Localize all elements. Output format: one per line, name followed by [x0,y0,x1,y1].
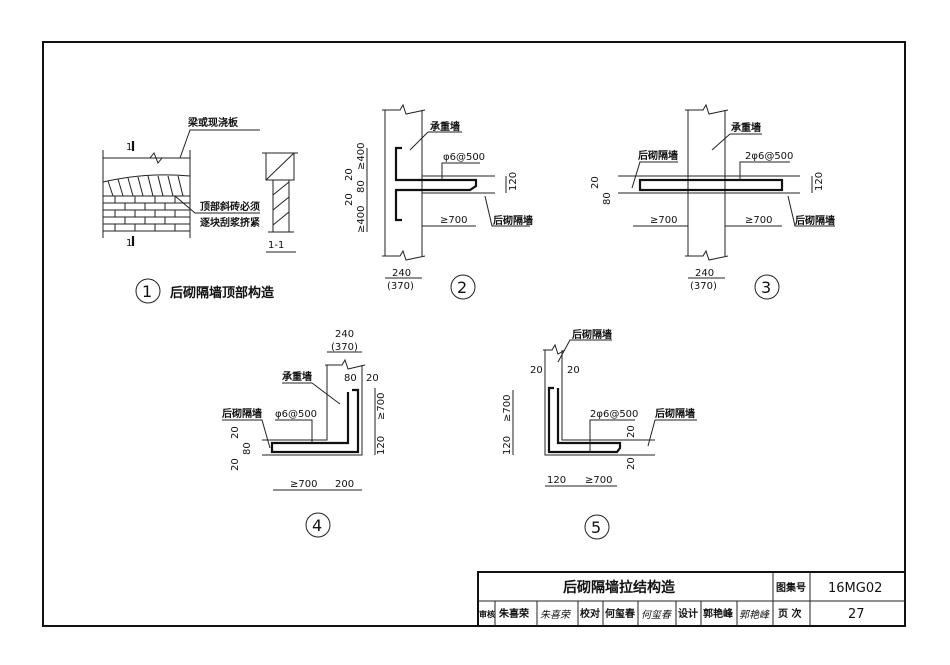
detail-number-circle [754,274,780,300]
dim-700-vertical: ≥700 [502,395,513,422]
dim-80: 80 [344,373,357,384]
dim-20-bottom: 20 [230,458,241,471]
detail-number: 2 [457,278,467,297]
detail-caption: 后砌隔墙顶部构造 [170,285,275,301]
label-partition-right: 后砌隔墙 [655,407,695,420]
section-mark-top: 1 [126,142,132,153]
dim-20-right: 20 [567,365,580,376]
dim-80-left: 80 [242,442,253,455]
dim-120: 120 [547,475,566,486]
dim-700: ≥700 [585,475,612,486]
dim-120: 120 [376,436,387,455]
dim-240: 240 [695,268,714,279]
rebar [270,388,360,454]
detail-number: 1 [142,282,152,301]
page-number: 27 [848,607,865,622]
label-partition-left: 后砌隔墙 [638,149,678,162]
sheet-border [42,41,906,627]
dim-20-left: 20 [530,365,543,376]
rebar-label: φ6@500 [275,409,317,420]
dim-240: 240 [392,268,411,279]
label-partition: 后砌隔墙 [222,407,262,420]
detail-5: 后砌隔墙 20 20 ≥700 120 2φ6@500 后砌隔墙 20 20 1… [502,328,697,540]
wall-section [272,179,290,233]
designer-signature: 郭艳峰 [739,609,770,621]
detail-4: 240 (370) 承重墙 80 20 ≥700 120 后砌隔墙 φ6@500… [222,329,387,538]
rebar [638,178,784,192]
dim-370: (370) [331,342,358,353]
dim-700-left: ≥700 [650,215,677,226]
detail-3: 20 80 承重墙 后砌隔墙 2φ6@500 120 ≥700 ≥700 后砌隔… [590,103,835,300]
dim-80: 80 [356,180,367,193]
note-line-2: 逐块刮浆挤紧 [200,216,260,229]
label-beam: 梁或现浇板 [187,116,239,129]
check-label: 校对 [580,607,600,620]
design-label: 设计 [678,607,698,620]
atlas-label: 图集号 [776,581,806,594]
detail-number: 4 [312,516,322,535]
checker-signature: 何玺春 [641,609,672,621]
dim-240: 240 [335,329,354,340]
label-partition: 后砌隔墙 [493,214,533,227]
rebar-label: φ6@500 [443,152,485,163]
label-partition-right: 后砌隔墙 [795,214,835,227]
dim-20-top: 20 [344,168,355,181]
dim-370: (370) [387,281,414,292]
page-label: 页 次 [778,607,801,620]
dim-120-vertical: 120 [502,436,513,455]
designer: 郭艳峰 [703,607,734,620]
dim-20-bottom: 20 [344,193,355,206]
dim-370: (370) [690,281,717,292]
section-label: 1-1 [268,240,284,251]
detail-number-circle [450,274,476,300]
title-block: 后砌隔墙拉结构造 图集号 16MG02 审核 朱喜荣 朱喜荣 校对 何玺春 何玺… [477,571,906,627]
dim-700-right: ≥700 [745,215,772,226]
dim-400-bottom: ≥400 [356,206,367,233]
rebar-label: 2φ6@500 [745,151,793,162]
detail-1: 梁或现浇板 顶部斜砖必须 逐块刮浆挤紧 1 1 1-1 1 后砌隔墙顶部构造 [102,116,298,304]
brick-courses [103,195,190,232]
dim-20-top: 20 [230,426,241,439]
dim-400-top: ≥400 [356,143,367,170]
dim-20: 20 [366,373,379,384]
dim-700: ≥700 [440,215,467,226]
dim-700: ≥700 [290,479,317,490]
rebar-label: 2φ6@500 [590,409,638,420]
dim-120: 120 [814,172,825,191]
detail-number-circle [305,512,331,538]
label-partition-top: 后砌隔墙 [572,328,612,341]
note-line-1: 顶部斜砖必须 [200,200,260,213]
label-bearing-wall: 承重墙 [430,120,460,133]
detail-2: ≥400 20 80 20 ≥400 承重墙 φ6@500 120 ≥700 后… [344,103,533,300]
dim-700-vertical: ≥700 [376,393,387,420]
detail-number: 5 [591,518,601,537]
detail-number-circle [135,278,161,304]
dim-80: 80 [602,192,613,205]
detail-number-circle [584,514,610,540]
label-bearing-wall: 承重墙 [282,370,312,383]
dim-20: 20 [590,176,601,189]
reviewer-signature: 朱喜荣 [540,609,572,621]
checker: 何玺春 [605,607,635,620]
dim-200: 200 [335,479,354,490]
dim-120: 120 [508,172,519,191]
dim-20-lower: 20 [626,457,637,470]
dim-20-upper: 20 [626,425,637,438]
diagonal-bricks [107,175,184,197]
detail-number: 3 [761,278,771,297]
reviewer: 朱喜荣 [499,607,529,620]
rebar [547,386,622,454]
rebar [394,146,478,222]
review-label: 审核 [479,609,495,619]
drawing-title: 后砌隔墙拉结构造 [563,579,675,596]
atlas-number: 16MG02 [828,581,882,596]
label-bearing-wall: 承重墙 [731,121,761,134]
section-mark-bottom: 1 [126,238,132,249]
